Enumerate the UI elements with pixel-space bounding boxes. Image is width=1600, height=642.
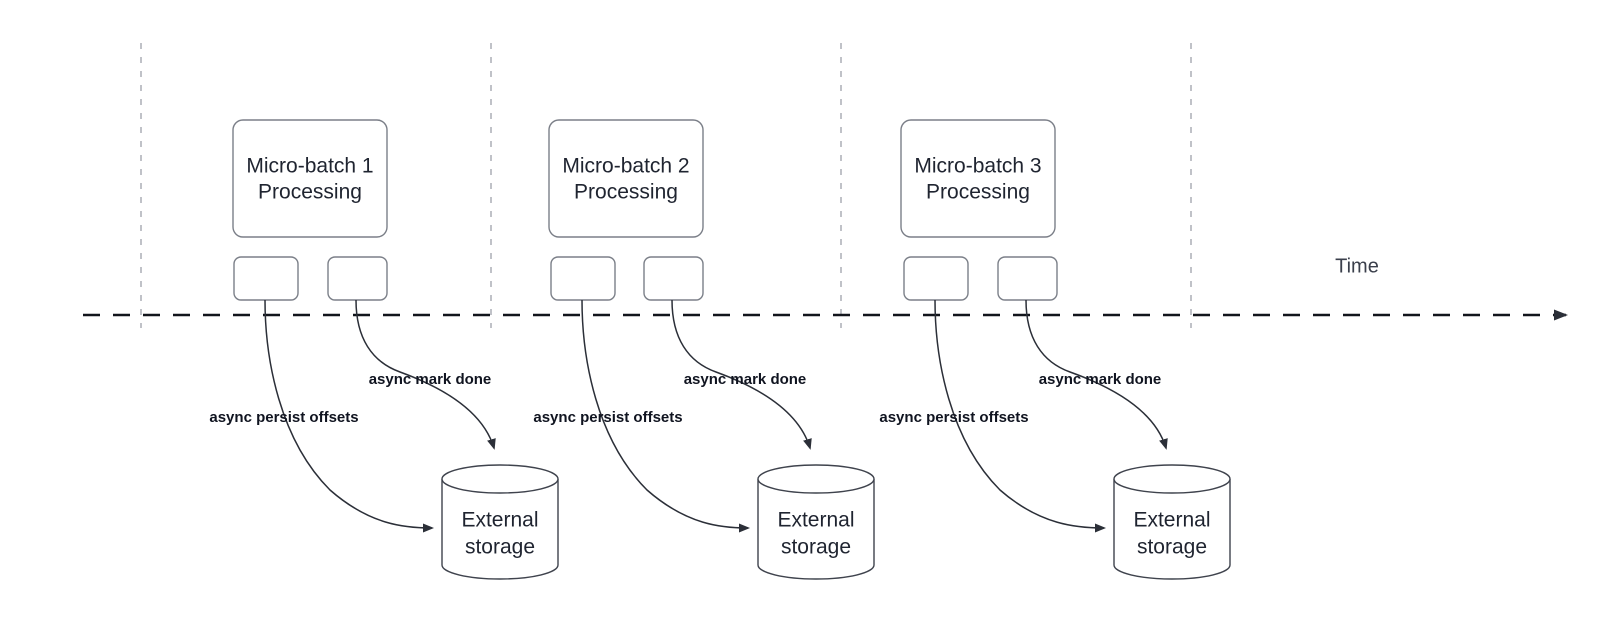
external-storage-1-body: [441, 479, 559, 580]
micro-batch-1-persist-arrow: [264, 299, 434, 533]
time-axis-label: Time: [1335, 255, 1379, 277]
micro-batch-3-mark-arrow: [1025, 299, 1168, 450]
external-storage-2-label-line1: External: [777, 509, 854, 532]
micro-batch-3-task-box-left[interactable]: [903, 256, 969, 301]
micro-batch-2-mark-label: async mark done: [684, 371, 807, 388]
micro-batch-2-label-line2: Processing: [574, 181, 678, 204]
micro-batch-1-persist-label: async persist offsets: [209, 409, 358, 426]
micro-batch-3-persist-arrow: [934, 299, 1106, 533]
external-storage-2[interactable]: External storage: [757, 464, 875, 580]
micro-batch-1-label-line1: Micro-batch 1: [246, 155, 373, 178]
external-storage-3[interactable]: External storage: [1113, 464, 1231, 580]
micro-batch-2-persist-label: async persist offsets: [533, 409, 682, 426]
micro-batch-3-label-line1: Micro-batch 3: [914, 155, 1041, 178]
micro-batch-2-mark-arrow: [671, 299, 812, 450]
micro-batch-group-1: Micro-batch 1 Processing async persist o…: [209, 119, 559, 580]
micro-batch-1-label-line2: Processing: [258, 181, 362, 204]
micro-batch-1-task-box-right[interactable]: [327, 256, 388, 301]
external-storage-2-body: [757, 479, 875, 580]
micro-batch-group-2: Micro-batch 2 Processing async persist o…: [533, 119, 875, 580]
external-storage-1-label-line2: storage: [465, 536, 535, 559]
micro-batch-2-task-box-right[interactable]: [643, 256, 704, 301]
external-storage-3-label-line1: External: [1133, 509, 1210, 532]
external-storage-2-top: [757, 464, 875, 494]
micro-batch-1-box[interactable]: [232, 119, 388, 238]
external-storage-1-top: [441, 464, 559, 494]
micro-batch-2-box[interactable]: [548, 119, 704, 238]
external-storage-3-top: [1113, 464, 1231, 494]
micro-batch-3-task-box-right[interactable]: [997, 256, 1058, 301]
micro-batch-3-mark-label: async mark done: [1039, 371, 1162, 388]
external-storage-2-label-line2: storage: [781, 536, 851, 559]
external-storage-3-label-line2: storage: [1137, 536, 1207, 559]
micro-batch-2-label-line1: Micro-batch 2: [562, 155, 689, 178]
micro-batch-group-3: Micro-batch 3 Processing async persist o…: [879, 119, 1231, 580]
external-storage-3-body: [1113, 479, 1231, 580]
micro-batch-2-task-box-left[interactable]: [550, 256, 616, 301]
micro-batch-3-box[interactable]: [900, 119, 1056, 238]
micro-batch-3-persist-label: async persist offsets: [879, 409, 1028, 426]
micro-batch-2-persist-arrow: [581, 299, 750, 533]
micro-batch-1-mark-label: async mark done: [369, 371, 492, 388]
micro-batch-1-task-box-left[interactable]: [233, 256, 299, 301]
external-storage-1[interactable]: External storage: [441, 464, 559, 580]
guide-lines: [140, 43, 1192, 328]
micro-batch-1-mark-arrow: [355, 299, 496, 450]
micro-batch-3-label-line2: Processing: [926, 181, 1030, 204]
external-storage-1-label-line1: External: [461, 509, 538, 532]
